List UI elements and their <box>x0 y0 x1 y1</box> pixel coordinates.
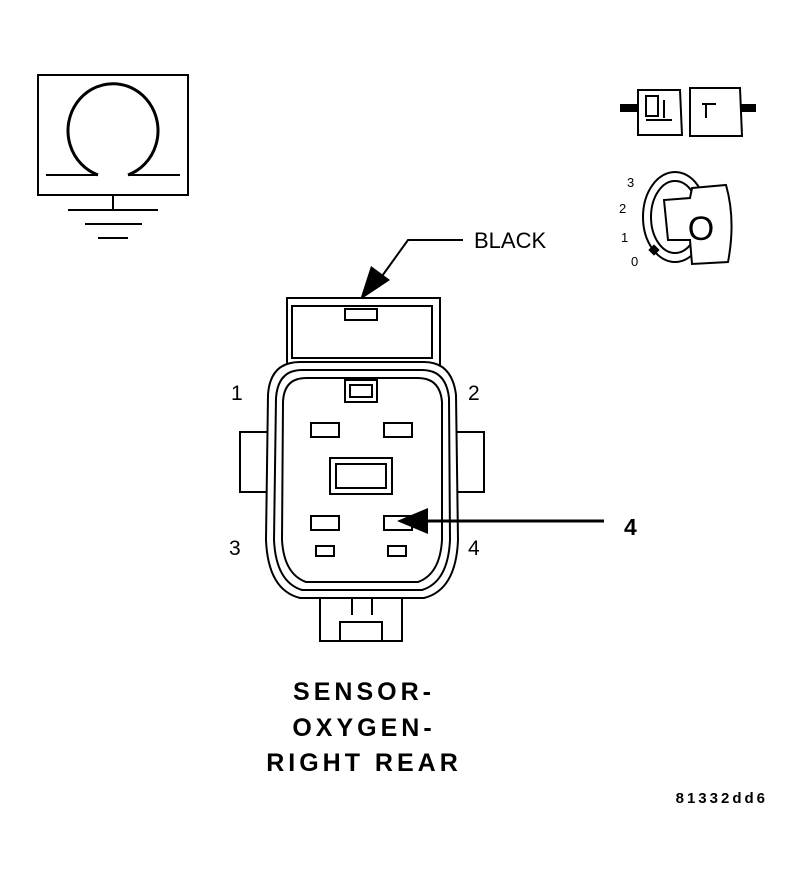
wire-color-label: BLACK <box>474 228 546 253</box>
ignition-key-off-icon: O 3 2 1 0 <box>619 171 733 269</box>
ignition-position-3: 3 <box>627 175 634 190</box>
figure-code: 81332dd6 <box>676 790 768 807</box>
ignition-position-0: 0 <box>631 254 638 269</box>
disconnected-connector-icon <box>620 87 756 137</box>
ignition-key-letter: O <box>688 210 714 248</box>
pin-1-label: 1 <box>231 382 243 405</box>
ignition-position-2: 2 <box>619 201 626 216</box>
wire-color-leader <box>360 239 463 300</box>
ignition-position-1: 1 <box>621 230 628 245</box>
pin-3-label: 3 <box>229 537 241 560</box>
pin-2-label: 2 <box>468 382 480 405</box>
component-title-line-2: OXYGEN- <box>292 714 435 742</box>
component-title-line-1: SENSOR- <box>293 678 435 706</box>
pin-4-label: 4 <box>468 537 480 560</box>
callout-arrow <box>397 508 604 534</box>
callout-label: 4 <box>624 514 637 540</box>
component-title-line-3: RIGHT REAR <box>266 749 462 777</box>
ohm-meter-ground-icon <box>37 74 189 239</box>
connector-face <box>239 297 485 642</box>
